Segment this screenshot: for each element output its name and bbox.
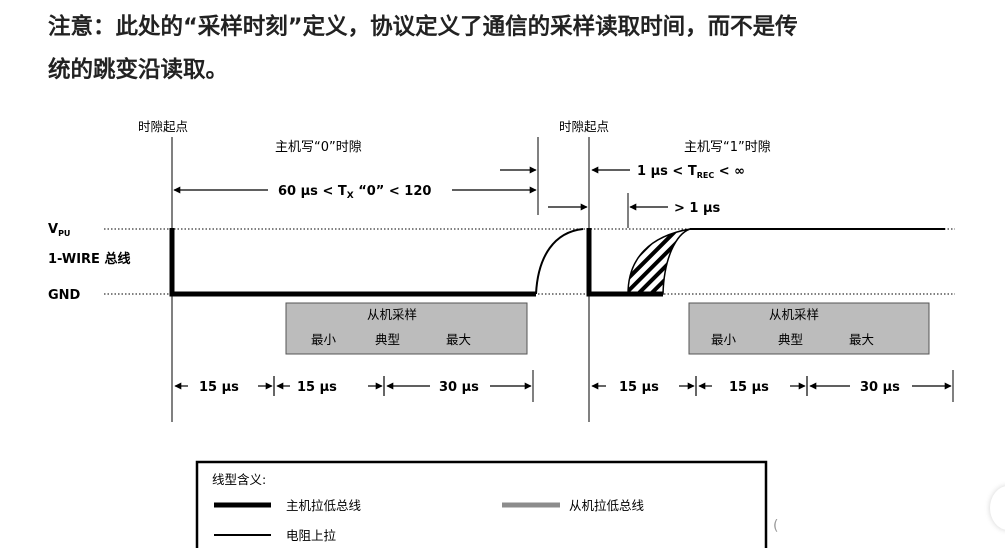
tx-label-pre: 60 µs < T <box>278 184 347 199</box>
interval-1b-label: 15 µs <box>729 380 769 395</box>
tx-label-post: “0” < 120 <box>354 184 432 199</box>
write1-title: 主机写“1”时隙 <box>684 140 771 155</box>
write0-title: 主机写“0”时隙 <box>275 140 362 155</box>
vpu-label: VPU <box>48 222 70 238</box>
sample-box-0-typ: 典型 <box>375 332 400 347</box>
sample-box-1-min: 最小 <box>711 332 737 347</box>
partial-paren-glyph: ( <box>773 518 779 534</box>
sample-box-0 <box>285 302 528 355</box>
vpu-main: V <box>48 222 58 237</box>
sample-box-1-max: 最大 <box>849 332 874 347</box>
interval-0b-label: 15 µs <box>297 380 337 395</box>
hatched-rise-region <box>627 228 691 295</box>
sample-box-0-min: 最小 <box>311 332 337 347</box>
trec-label-pre: 1 µs < T <box>637 164 697 179</box>
note-line-1: 注意：此处的“采样时刻”定义，协议定义了通信的采样读取时间，而不是传 <box>48 14 798 40</box>
trec-label: 1 µs < TREC < ∞ <box>637 164 745 180</box>
legend-title: 线型含义: <box>212 472 266 487</box>
note-text: 注意：此处的“采样时刻”定义，协议定义了通信的采样读取时间，而不是传 统的跳变沿… <box>48 6 998 92</box>
legend-pullup-label: 电阻上拉 <box>286 528 337 543</box>
master-pull-low-0 <box>169 228 536 297</box>
slot-start-label-1: 时隙起点 <box>559 119 609 134</box>
sample-box-0-max: 最大 <box>446 332 471 347</box>
trec-label-sub: REC <box>697 171 715 180</box>
master-pull-low-1 <box>586 228 628 297</box>
interval-1a-label: 15 µs <box>619 380 659 395</box>
legend-master-label: 主机拉低总线 <box>286 498 362 513</box>
vpu-sub: PU <box>58 229 70 238</box>
gt1-label: > 1 µs <box>674 201 721 216</box>
sample-box-1-title: 从机采样 <box>769 307 819 322</box>
pullup-curve-0 <box>535 228 584 295</box>
floating-side-button[interactable] <box>990 486 1005 530</box>
sample-box-1-typ: 典型 <box>778 332 803 347</box>
note-line-2: 统的跳变沿读取。 <box>48 57 229 83</box>
interval-1c-label: 30 µs <box>860 380 900 395</box>
legend-box <box>195 460 768 548</box>
trec-label-post: < ∞ <box>714 164 745 179</box>
interval-0c-label: 30 µs <box>439 380 479 395</box>
sample-box-0-title: 从机采样 <box>367 307 417 322</box>
tx-label-sub: X <box>347 191 354 201</box>
interval-0a-label: 15 µs <box>199 380 239 395</box>
tx-label: 60 µs < TX “0” < 120 <box>278 184 431 201</box>
legend-slave-label: 从机拉低总线 <box>569 498 645 513</box>
gnd-label: GND <box>48 288 81 303</box>
bus-label: 1-WIRE 总线 <box>48 251 130 267</box>
sample-box-1 <box>688 302 930 355</box>
slot-start-label-0: 时隙起点 <box>138 119 188 134</box>
